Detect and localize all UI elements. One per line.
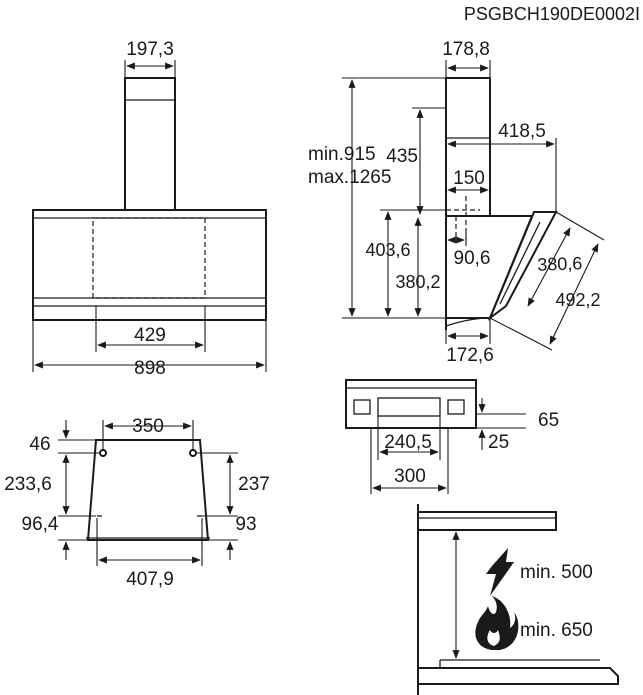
front-hood-body	[32, 209, 267, 321]
top-left-hole-icon	[99, 449, 107, 457]
front-total-width-label: 898	[134, 358, 166, 379]
drawing-code: PSGBCH190DE0002I	[464, 4, 640, 24]
top-offset-25-label: 25	[488, 432, 509, 453]
side-height-inner-label: 380,2	[395, 272, 440, 292]
front-chimney	[124, 77, 176, 211]
clearance-gas-label: min. 650	[520, 620, 593, 641]
top-right-hole-icon	[189, 449, 197, 457]
side-outlet-offset-label: 150	[453, 168, 485, 189]
mounting-top-spacing-label: 350	[132, 416, 164, 437]
mounting-top-offset-label: 46	[29, 434, 50, 455]
front-bracket-spacing-label: 429	[134, 325, 166, 346]
top-view: 65 25 240,5 300	[345, 379, 559, 494]
top-outer-width-label: 300	[394, 466, 426, 487]
front-view: 197,3 429 898	[32, 39, 267, 379]
top-view-outline	[345, 379, 477, 429]
side-min-height-label: min.915	[308, 144, 376, 165]
top-offset-65-label: 65	[538, 410, 559, 431]
side-top-depth-label: 418,5	[498, 121, 546, 142]
clearance-electric-label: min. 500	[520, 562, 593, 583]
mounting-right-bottom-label: 93	[235, 514, 256, 535]
mounting-right-vertical-label: 237	[238, 474, 270, 495]
side-glass-panel	[487, 211, 558, 321]
mounting-view: 350 46 233,6 96,4 237 93 407,9	[4, 416, 270, 590]
side-chimney-depth-label: 178,8	[442, 39, 490, 60]
front-chimney-width-label: 197,3	[126, 39, 174, 60]
side-view: 178,8 418,5 min.915 max.1265 435 150 403…	[308, 39, 605, 366]
front-dashed-bracket	[92, 217, 206, 299]
mounting-left-bottom-label: 96,4	[22, 514, 59, 535]
side-chimney	[445, 77, 491, 217]
side-chimney-height-label: 435	[386, 146, 418, 167]
side-max-height-label: max.1265	[308, 167, 391, 188]
flame-icon	[475, 596, 519, 650]
side-panel-height-label: 380,6	[537, 253, 583, 275]
clearance-cooktop	[418, 667, 619, 685]
clearance-view: min. 500 min. 650	[417, 504, 619, 695]
top-inner-width-label: 240,5	[384, 432, 432, 453]
clearance-hood	[417, 511, 557, 531]
side-height-back-label: 403,6	[365, 240, 410, 260]
side-panel-length-label: 492,2	[555, 290, 600, 310]
side-outlet-from-wall-label: 90,6	[454, 248, 491, 269]
mounting-left-vertical-label: 233,6	[4, 474, 52, 495]
lightning-bolt-icon	[486, 548, 514, 596]
side-bottom-depth-label: 172,6	[446, 345, 494, 366]
mounting-bottom-spacing-label: 407,9	[126, 569, 174, 590]
